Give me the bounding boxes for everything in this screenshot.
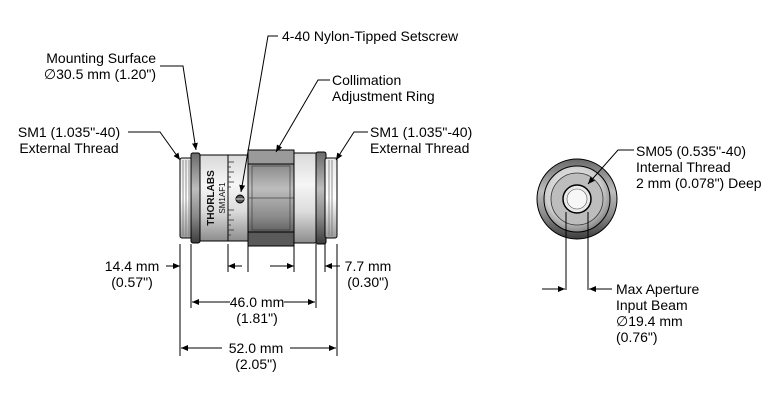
sm05-label: SM05 (0.535"-40) Internal Thread 2 mm (0… bbox=[636, 143, 762, 191]
dim-14-4-label: 14.4 mm (0.57") bbox=[104, 258, 160, 290]
sm1-left-label: SM1 (1.035"-40) External Thread bbox=[17, 124, 121, 156]
sm1-right-label: SM1 (1.035"-40) External Thread bbox=[370, 124, 473, 156]
right-thread bbox=[324, 157, 338, 239]
end-view-leaders bbox=[542, 149, 634, 292]
left-flange bbox=[190, 152, 201, 244]
dim-46-0-label: 46.0 mm (1.81") bbox=[229, 294, 285, 326]
dim-7-7-label: 7.7 mm (0.30") bbox=[344, 258, 392, 290]
side-view: THORLABS SM1AF1 bbox=[179, 149, 338, 247]
dim-52-0-label: 52.0 mm (2.05") bbox=[228, 340, 284, 372]
brand-part: SM1AF1 bbox=[218, 182, 227, 214]
right-body bbox=[293, 152, 317, 244]
collimation-ring-label: Collimation Adjustment Ring bbox=[332, 72, 435, 104]
mounting-surface-label: Mounting Surface ∅30.5 mm (1.20") bbox=[43, 50, 156, 82]
setscrew-label: 4-40 Nylon-Tipped Setscrew bbox=[282, 28, 459, 44]
brand-logo: THORLABS bbox=[206, 170, 217, 226]
end-view bbox=[536, 158, 618, 240]
leader-lines bbox=[128, 35, 368, 193]
max-aperture-label: Max Aperture Input Beam ∅19.4 mm (0.76") bbox=[616, 281, 700, 345]
dimension-lines bbox=[166, 244, 340, 356]
